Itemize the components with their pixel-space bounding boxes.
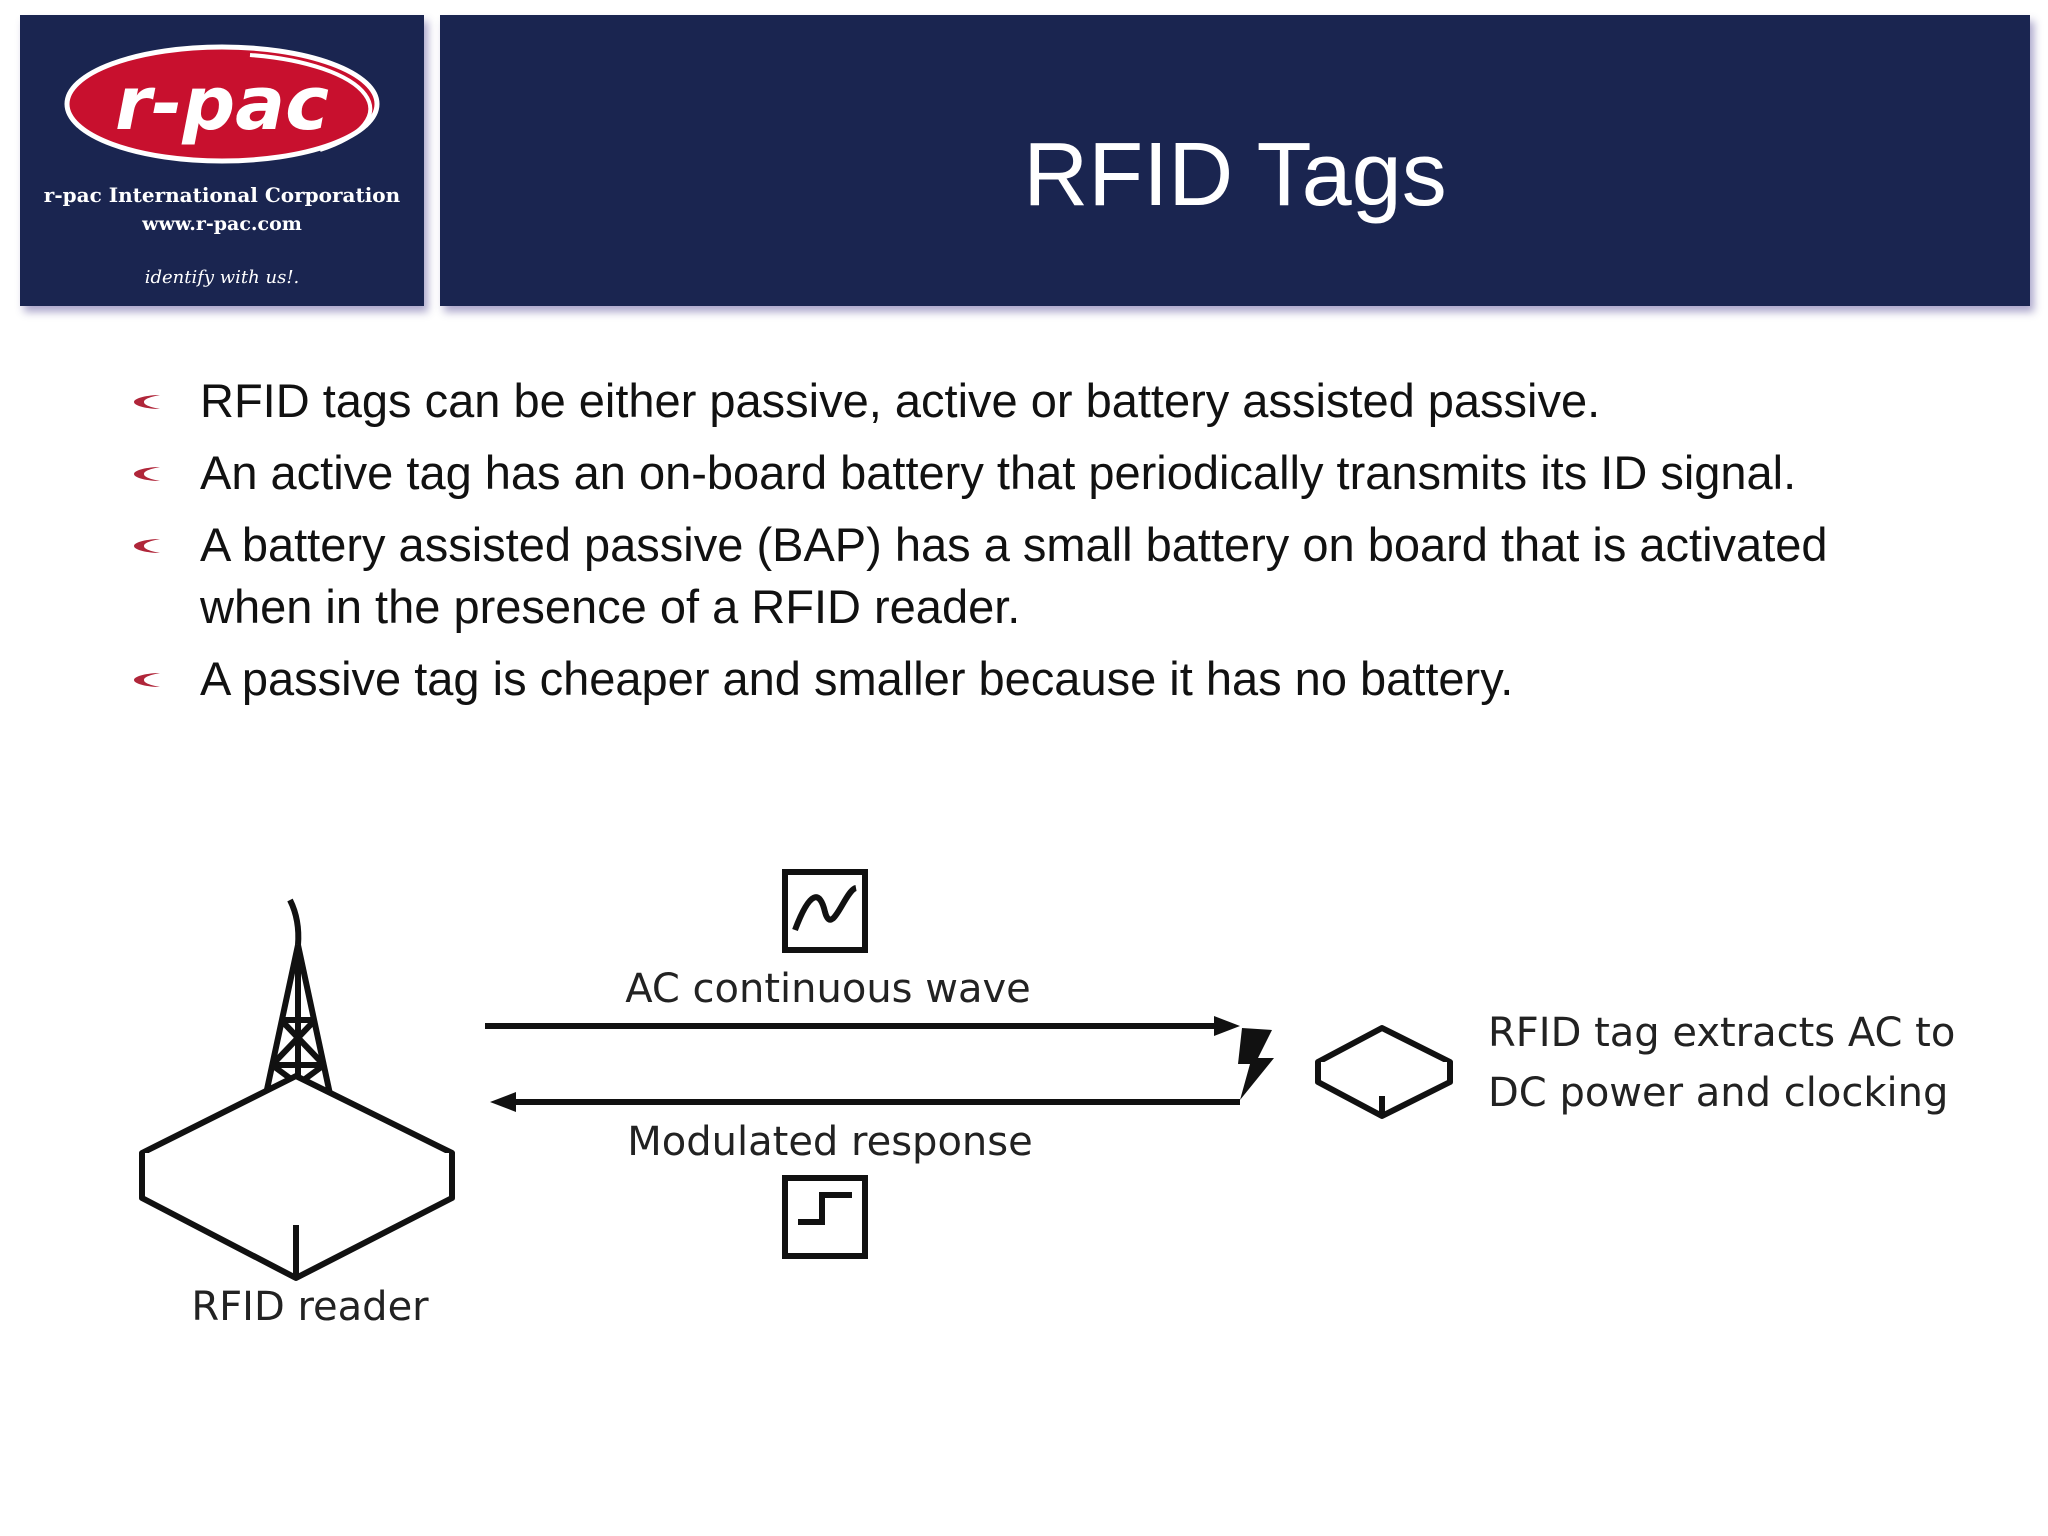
bullet-text: A passive tag is cheaper and smaller bec… [200,652,1514,705]
title-panel: RFID Tags [440,15,2030,306]
logo-wordmark: r-pac [115,61,329,147]
forward-arrow [485,1016,1240,1036]
logo-panel: r-pac r-pac International Corporation ww… [20,15,424,306]
reader-label: RFID reader [191,1284,429,1330]
lightning-bolt-icon [1238,1028,1274,1100]
forward-signal-label: AC continuous wave [625,966,1031,1012]
bullet-item: RFID tags can be either passive, active … [130,370,1910,432]
step-response-icon [782,1175,868,1259]
crescent-bullet-icon [134,539,160,553]
bullet-text: RFID tags can be either passive, active … [200,374,1601,427]
tag-label-line1: RFID tag extracts AC to [1488,1010,1955,1056]
rfid-tag-box [1315,1025,1453,1119]
sine-wave-icon [782,869,868,953]
crescent-bullet-icon [134,395,160,409]
bullet-item: An active tag has an on-board battery th… [130,442,1910,504]
return-signal-label: Modulated response [627,1119,1032,1165]
crescent-bullet-icon [134,673,160,687]
bullet-text: An active tag has an on-board battery th… [200,446,1797,499]
logo-company-name: r-pac International Corporation [43,183,401,207]
crescent-bullet-icon [134,467,160,481]
rfid-diagram: RFID reader AC continuous wave Modulated… [139,869,1955,1330]
logo-tagline: identify with us!. [144,267,300,288]
slide-title: RFID Tags [1023,125,1447,225]
bullet-item: A battery assisted passive (BAP) has a s… [130,514,1910,638]
bullet-list: RFID tags can be either passive, active … [130,370,1910,720]
rpac-logo: r-pac [64,44,380,164]
tag-label-line2: DC power and clocking [1488,1070,1948,1116]
reader-base-box [139,1073,455,1281]
bullet-item: A passive tag is cheaper and smaller bec… [130,648,1910,710]
logo-url: www.r-pac.com [142,213,302,235]
return-arrow [490,1092,1240,1112]
bullet-text: A battery assisted passive (BAP) has a s… [200,518,1828,633]
